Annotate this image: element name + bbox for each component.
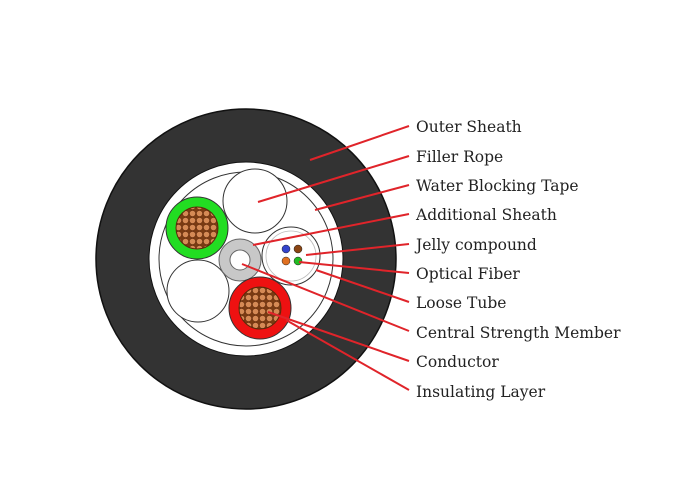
filler-rope-left (166, 259, 230, 323)
leader-jelly-compound (305, 243, 410, 256)
leader-central-strength-member (241, 263, 410, 332)
leader-filler-rope (257, 155, 410, 203)
label-additional-sheath: Additional Sheath (415, 206, 557, 224)
leader-conductor (267, 311, 410, 362)
conductor-green (175, 206, 219, 250)
label-loose-tube: Loose Tube (416, 294, 506, 312)
leader-outer-sheath (309, 125, 410, 161)
optical-fiber-green (293, 256, 303, 266)
optical-fiber-blue (281, 244, 291, 254)
label-conductor: Conductor (416, 353, 499, 371)
label-list: Outer Sheath Filler Rope Water Blocking … (414, 118, 621, 401)
conductor-red (238, 286, 282, 330)
label-optical-fiber: Optical Fiber (416, 265, 520, 283)
leader-water-blocking-tape (314, 184, 410, 211)
jelly-compound (265, 230, 317, 282)
leader-optical-fiber (298, 261, 410, 274)
label-water-blocking-tape: Water Blocking Tape (416, 177, 579, 195)
optical-fiber-orange (281, 256, 291, 266)
leader-lines (241, 125, 410, 391)
label-jelly-compound: Jelly compound (414, 236, 537, 254)
label-filler-rope: Filler Rope (416, 148, 503, 166)
label-insulating-layer: Insulating Layer (416, 383, 546, 401)
label-central-strength-member: Central Strength Member (416, 324, 621, 342)
leader-loose-tube (315, 269, 410, 303)
leader-insulating-layer (285, 319, 410, 391)
label-outer-sheath: Outer Sheath (416, 118, 522, 136)
optical-fiber-brown (293, 244, 303, 254)
filler-rope-top (222, 168, 288, 234)
leader-additional-sheath (252, 213, 410, 246)
